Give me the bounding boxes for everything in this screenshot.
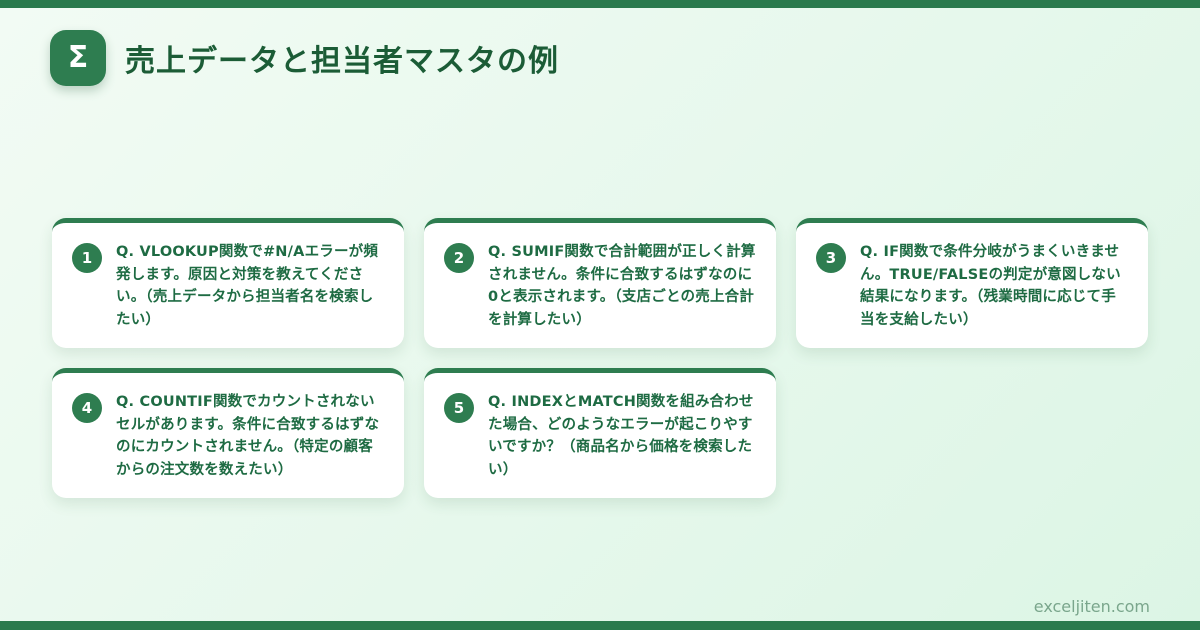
qa-card-3: 3 Q. IF関数で条件分岐がうまくいきません。TRUE/FALSEの判定が意図… bbox=[796, 218, 1148, 348]
card-number-badge: 5 bbox=[444, 393, 474, 423]
card-number-badge: 2 bbox=[444, 243, 474, 273]
header: Σ 売上データと担当者マスタの例 bbox=[50, 30, 559, 86]
page-title: 売上データと担当者マスタの例 bbox=[125, 44, 559, 79]
card-question-text: Q. VLOOKUP関数で#N/Aエラーが頻発します。原因と対策を教えてください… bbox=[116, 244, 379, 328]
card-number-badge: 1 bbox=[72, 243, 102, 273]
qa-card-2: 2 Q. SUMIF関数で合計範囲が正しく計算されません。条件に合致するはずなの… bbox=[424, 218, 776, 348]
sigma-logo: Σ bbox=[50, 30, 106, 86]
card-question-text: Q. IF関数で条件分岐がうまくいきません。TRUE/FALSEの判定が意図しな… bbox=[860, 244, 1121, 328]
qa-card-4: 4 Q. COUNTIF関数でカウントされないセルがあります。条件に合致するはず… bbox=[52, 368, 404, 498]
qa-card-5: 5 Q. INDEXとMATCH関数を組み合わせた場合、どのようなエラーが起こり… bbox=[424, 368, 776, 498]
qa-cards-grid: 1 Q. VLOOKUP関数で#N/Aエラーが頻発します。原因と対策を教えてくだ… bbox=[52, 218, 1148, 498]
site-url: exceljiten.com bbox=[1033, 597, 1150, 616]
top-accent-bar bbox=[0, 0, 1200, 8]
bottom-accent-bar bbox=[0, 621, 1200, 630]
card-question-text: Q. SUMIF関数で合計範囲が正しく計算されません。条件に合致するはずなのに0… bbox=[488, 244, 756, 328]
card-number-badge: 3 bbox=[816, 243, 846, 273]
sigma-icon: Σ bbox=[67, 40, 89, 75]
card-question-text: Q. COUNTIF関数でカウントされないセルがあります。条件に合致するはずなの… bbox=[116, 394, 380, 478]
qa-card-1: 1 Q. VLOOKUP関数で#N/Aエラーが頻発します。原因と対策を教えてくだ… bbox=[52, 218, 404, 348]
card-number-badge: 4 bbox=[72, 393, 102, 423]
card-question-text: Q. INDEXとMATCH関数を組み合わせた場合、どのようなエラーが起こりやす… bbox=[488, 394, 754, 478]
